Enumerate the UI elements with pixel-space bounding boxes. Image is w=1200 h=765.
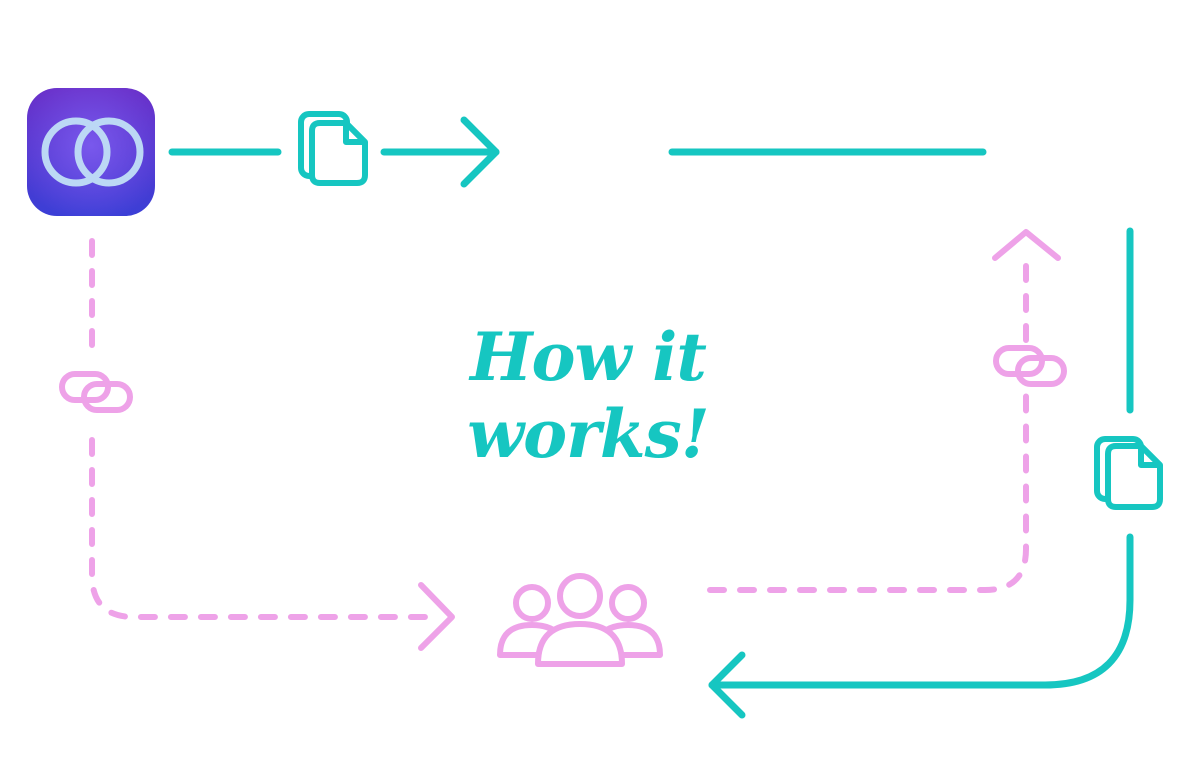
pink-arrowhead-right [418,582,455,651]
teal-arrowhead-right [460,116,500,188]
documents-icon [1094,436,1163,510]
diagram-title: How it works! [467,318,709,473]
title-line-2: works! [467,395,708,473]
link-icon [993,345,1067,387]
pink-arrowhead-up [992,229,1061,261]
interlocking-rings-icon [41,117,144,187]
title-line-1: How it [468,318,706,396]
link-icon [59,371,133,413]
teal-arrowhead-left [708,651,746,719]
pink-flow [89,229,1061,651]
pink-dash-right-bottom [707,392,1029,593]
teal-flow [168,116,1134,719]
user-group-icon [497,573,663,667]
pink-dash-left-bottom [89,437,443,620]
documents-icon [298,111,368,186]
teal-curve-bottom [708,533,1134,689]
app-icon [27,88,155,216]
